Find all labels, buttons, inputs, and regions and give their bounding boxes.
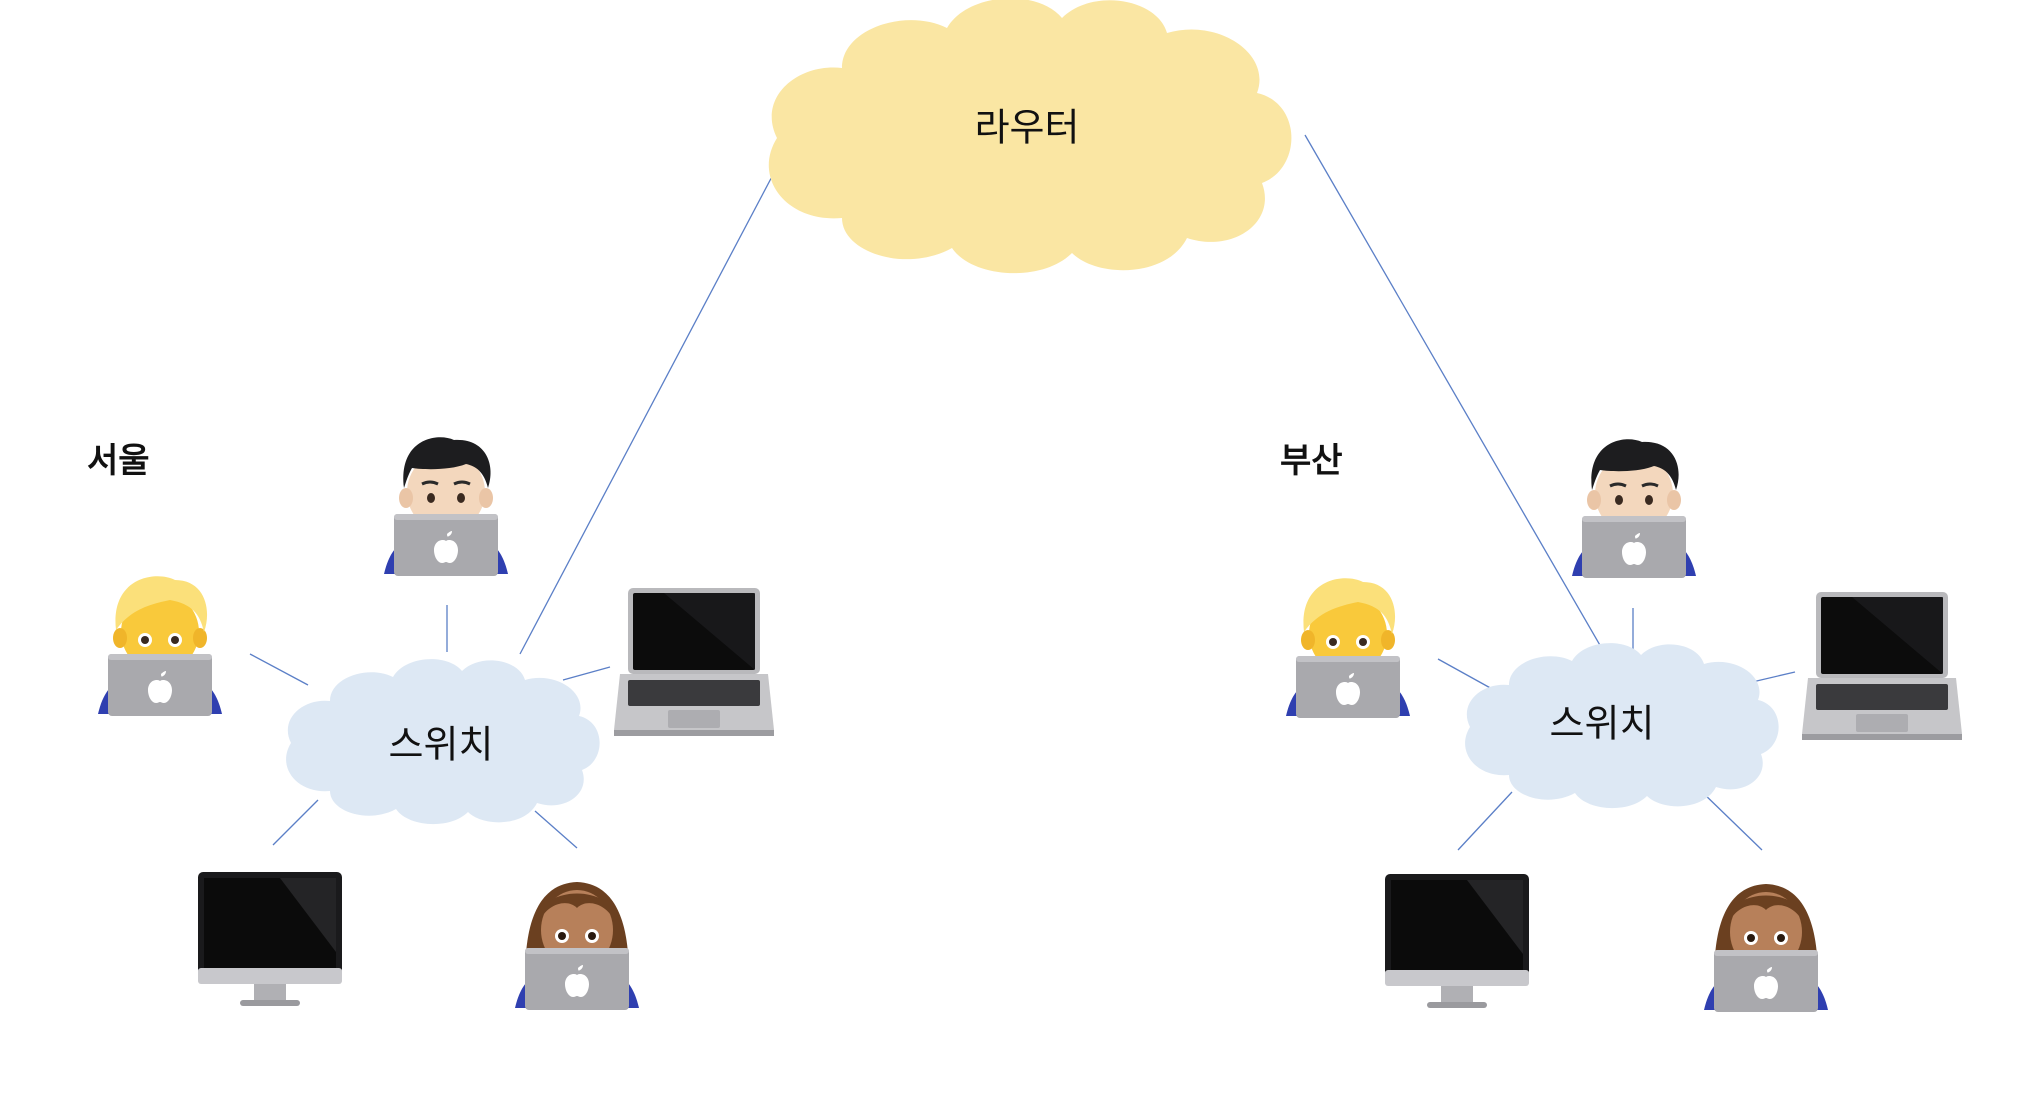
busan-link-woman (1699, 789, 1763, 851)
seoul-link-laptop (562, 666, 611, 681)
router-to-switch-seoul-link (519, 132, 796, 655)
busan-link-blond (1437, 658, 1495, 691)
region-label-busan: 부산 (1280, 441, 1343, 481)
seoul-link-blond (249, 653, 309, 686)
developer-blond-icon (1286, 578, 1410, 718)
busan-link-desktop (1457, 791, 1513, 851)
seoul-link-desktop (272, 799, 319, 846)
developer-woman-icon (515, 882, 639, 1010)
seoul-link-woman (534, 810, 578, 849)
router-to-switch-busan-link (1304, 134, 1613, 667)
desktop-monitor-icon (198, 872, 342, 1006)
router-node: 라우터 (768, 0, 1292, 274)
developer-blond-icon (98, 576, 222, 716)
router-label: 라우터 (975, 106, 1080, 150)
desktop-monitor-icon (1385, 874, 1529, 1008)
switch-busan-label: 스위치 (1550, 702, 1655, 746)
developer-man-icon (1572, 439, 1696, 578)
region-busan: 부산 스위치 (1280, 439, 1962, 1012)
laptop-icon (1802, 592, 1962, 740)
developer-man-icon (384, 437, 508, 576)
region-seoul: 서울 스위치 (87, 437, 774, 1010)
switch-seoul-label: 스위치 (389, 723, 494, 767)
region-label-seoul: 서울 (87, 441, 150, 481)
laptop-icon (614, 588, 774, 736)
developer-woman-icon (1704, 884, 1828, 1012)
